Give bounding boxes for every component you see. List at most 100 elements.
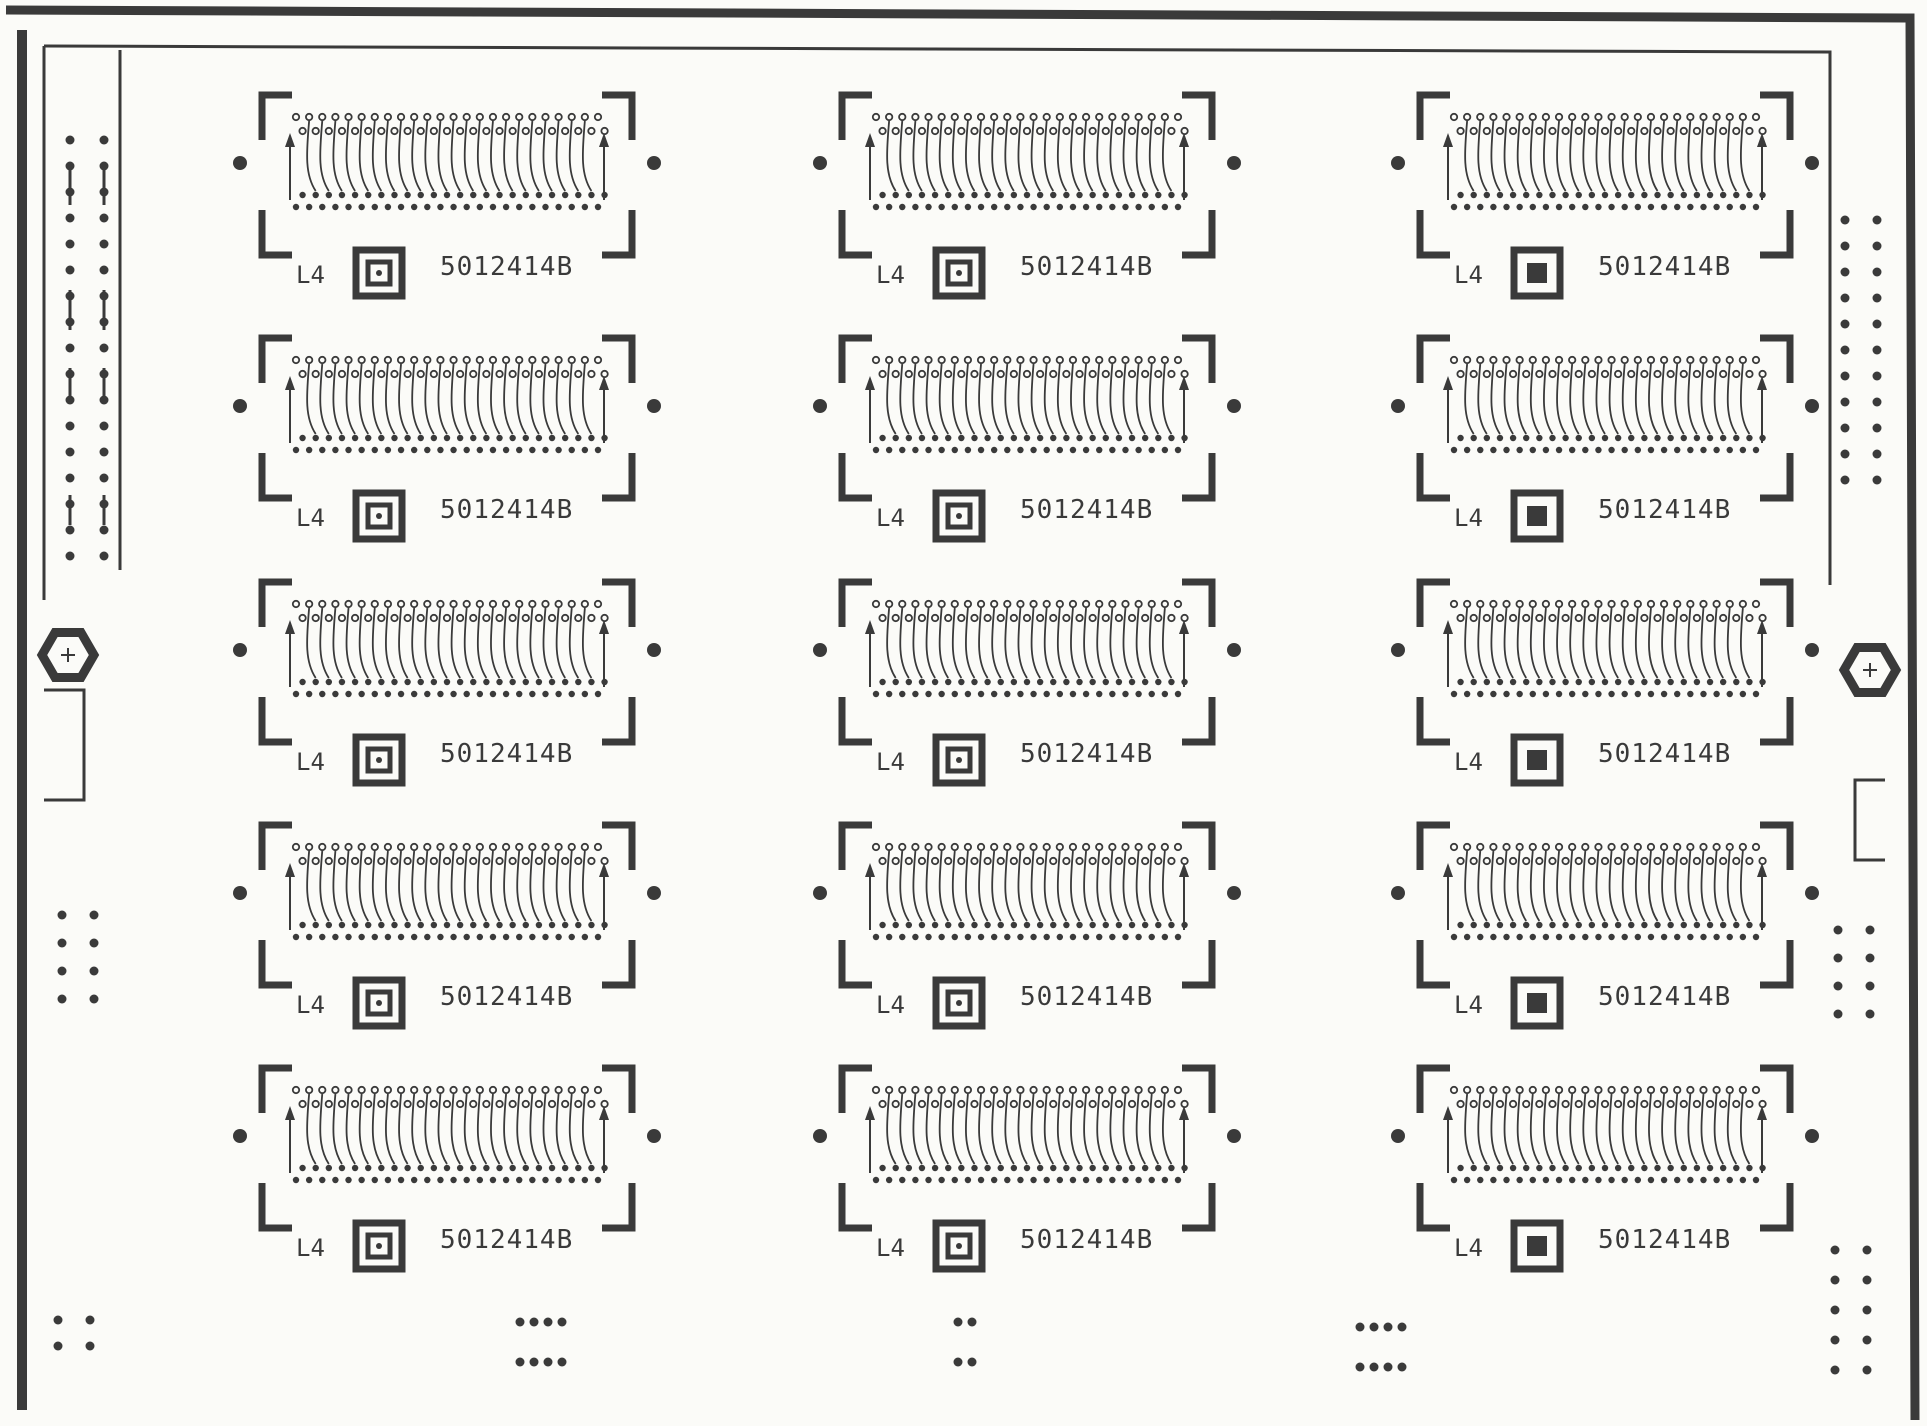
layer-label: L4 — [296, 748, 325, 776]
layer-label: L4 — [876, 261, 905, 289]
module-bracket — [1416, 1064, 1794, 1232]
right-lower-pads — [1833, 925, 1875, 1019]
bottom-pads-right — [1355, 1322, 1407, 1372]
module-bracket — [1416, 91, 1794, 259]
module-bracket — [838, 334, 1216, 502]
connector-module: L4 5012414B — [233, 578, 661, 787]
hex-mount-hole-icon — [36, 628, 100, 682]
layer-label: L4 — [1454, 1234, 1483, 1262]
test-pad — [932, 489, 986, 543]
module-mount-dot — [233, 156, 247, 170]
module-mount-dot — [1805, 156, 1819, 170]
layer-label: L4 — [296, 504, 325, 532]
test-pad — [1510, 976, 1564, 1030]
module-mount-dot — [233, 399, 247, 413]
pin-array — [865, 112, 1189, 211]
part-number: 5012414B — [1020, 495, 1153, 525]
module-mount-dot — [1227, 1129, 1241, 1143]
module-mount-dot — [813, 886, 827, 900]
bottom-pads-left — [515, 1317, 567, 1367]
left-lower-pads — [57, 910, 99, 1004]
part-number: 5012414B — [1598, 252, 1731, 282]
module-mount-dot — [1805, 643, 1819, 657]
layer-label: L4 — [1454, 991, 1483, 1019]
test-pad — [352, 1219, 406, 1273]
pin-array — [1443, 112, 1767, 211]
pin-array — [865, 599, 1189, 698]
part-number: 5012414B — [1598, 495, 1731, 525]
right-bottom-pads — [1830, 1245, 1872, 1375]
module-grid: L4 5012414B L4 5012414B L4 5012414B L4 5012414B… — [233, 91, 1819, 1273]
connector-module: L4 5012414B — [1391, 334, 1819, 543]
layer-label: L4 — [1454, 261, 1483, 289]
part-number: 5012414B — [1598, 739, 1731, 769]
layer-label: L4 — [296, 991, 325, 1019]
module-mount-dot — [1391, 886, 1405, 900]
module-mount-dot — [1805, 886, 1819, 900]
module-mount-dot — [1391, 399, 1405, 413]
test-pad — [352, 976, 406, 1030]
part-number: 5012414B — [1020, 1225, 1153, 1255]
module-mount-dot — [1227, 886, 1241, 900]
module-bracket — [258, 1064, 636, 1232]
pin-array — [865, 842, 1189, 941]
module-mount-dot — [813, 643, 827, 657]
module-mount-dot — [233, 886, 247, 900]
module-mount-dot — [813, 1129, 827, 1143]
module-mount-dot — [1391, 1129, 1405, 1143]
pin-array — [285, 599, 609, 698]
module-bracket — [838, 1064, 1216, 1232]
module-mount-dot — [1227, 156, 1241, 170]
module-mount-dot — [1227, 643, 1241, 657]
module-bracket — [838, 91, 1216, 259]
test-pad — [1510, 1219, 1564, 1273]
edge-pad-groups — [53, 135, 1882, 1375]
layer-label: L4 — [296, 261, 325, 289]
layer-label: L4 — [1454, 504, 1483, 532]
module-bracket — [1416, 578, 1794, 746]
left-edge-pads — [65, 135, 109, 561]
module-mount-dot — [1391, 156, 1405, 170]
test-pad — [932, 1219, 986, 1273]
mounting-holes — [36, 628, 1902, 697]
part-number: 5012414B — [1020, 739, 1153, 769]
layer-label: L4 — [876, 504, 905, 532]
module-bracket — [258, 821, 636, 989]
hex-mount-hole-icon — [1838, 643, 1902, 697]
module-bracket — [258, 578, 636, 746]
module-bracket — [258, 334, 636, 502]
pin-array — [1443, 599, 1767, 698]
module-bracket — [258, 91, 636, 259]
part-number: 5012414B — [1598, 1225, 1731, 1255]
module-bracket — [838, 821, 1216, 989]
part-number: 5012414B — [440, 495, 573, 525]
connector-module: L4 5012414B — [1391, 578, 1819, 787]
part-number: 5012414B — [1020, 982, 1153, 1012]
bottom-pads-center — [953, 1317, 977, 1367]
part-number: 5012414B — [440, 739, 573, 769]
module-mount-dot — [647, 156, 661, 170]
layer-label: L4 — [1454, 748, 1483, 776]
part-number: 5012414B — [440, 982, 573, 1012]
module-mount-dot — [647, 399, 661, 413]
module-mount-dot — [647, 643, 661, 657]
test-pad — [352, 489, 406, 543]
pin-array — [285, 355, 609, 454]
test-pad — [1510, 246, 1564, 300]
module-mount-dot — [1391, 643, 1405, 657]
module-bracket — [838, 578, 1216, 746]
test-pad — [932, 733, 986, 787]
connector-module: L4 5012414B — [233, 334, 661, 543]
test-pad — [932, 246, 986, 300]
module-mount-dot — [1805, 1129, 1819, 1143]
module-mount-dot — [813, 156, 827, 170]
layer-label: L4 — [296, 1234, 325, 1262]
